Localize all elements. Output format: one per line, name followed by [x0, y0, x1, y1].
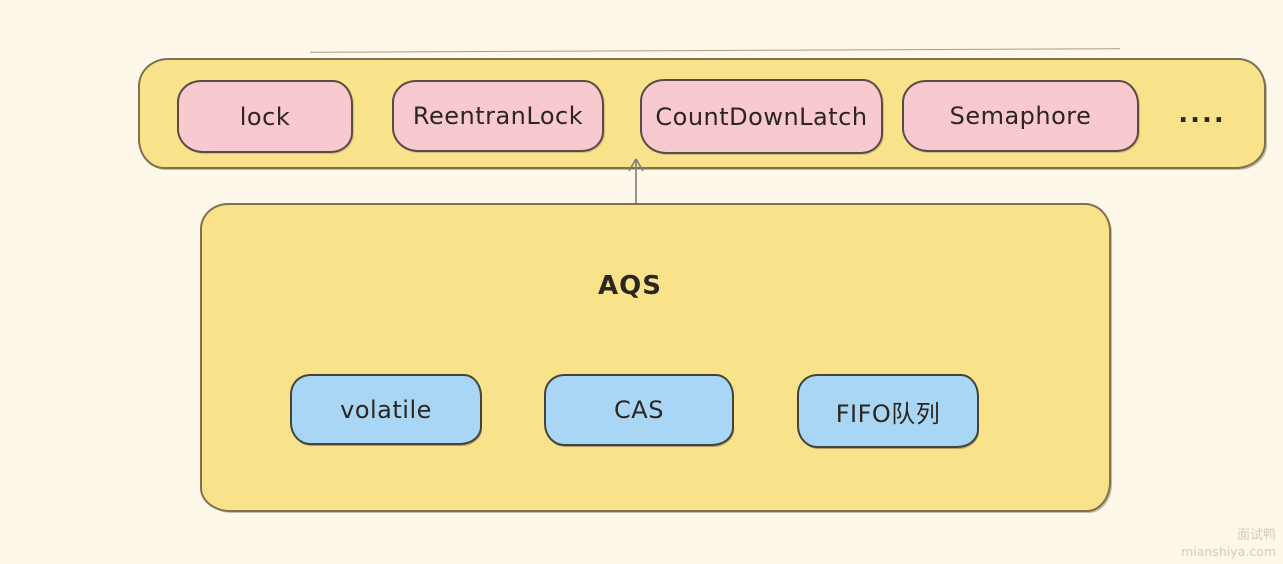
node-semaphore-label: Semaphore: [949, 102, 1092, 130]
aqs-container: AQS volatile CAS FIFO队列: [200, 203, 1111, 512]
aqs-title: AQS: [598, 271, 662, 301]
node-cas-label: CAS: [614, 396, 664, 424]
watermark-brand: 面试鸭: [1236, 528, 1276, 544]
sketch-stroke: [310, 48, 1120, 53]
node-fifo-queue-label: FIFO队列: [835, 399, 941, 428]
arrow-up-icon: [628, 158, 644, 205]
node-countdownlatch: CountDownLatch: [640, 79, 883, 154]
node-countdownlatch-label: CountDownLatch: [655, 102, 868, 131]
watermark: 面试鸭 mianshiya.com: [1181, 528, 1276, 560]
node-lock-label: lock: [239, 102, 291, 131]
ellipsis-label: ....: [1178, 99, 1226, 129]
node-volatile-label: volatile: [340, 395, 432, 424]
node-semaphore: Semaphore: [902, 80, 1139, 152]
node-fifo-queue: FIFO队列: [797, 374, 979, 448]
sync-tools-container: lock ReentranLock CountDownLatch Semapho…: [138, 58, 1266, 169]
node-volatile: volatile: [290, 374, 482, 445]
node-cas: CAS: [544, 374, 734, 446]
node-reentranlock-label: ReentranLock: [412, 102, 584, 130]
node-reentranlock: ReentranLock: [392, 80, 604, 152]
watermark-domain: mianshiya.com: [1181, 544, 1276, 560]
node-lock: lock: [177, 80, 353, 153]
